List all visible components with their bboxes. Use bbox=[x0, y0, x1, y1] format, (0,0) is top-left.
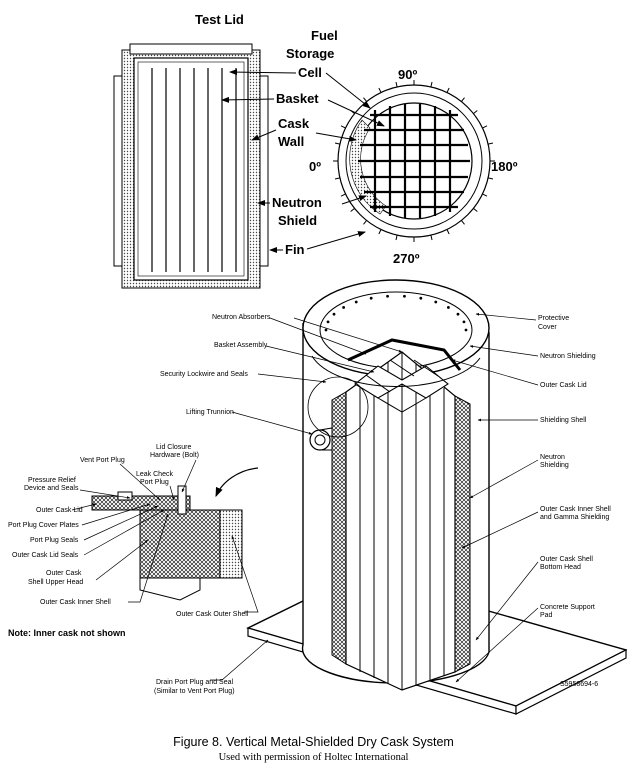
pressure-relief-label-2: Device and Seals bbox=[24, 485, 79, 492]
fin-tick bbox=[487, 142, 494, 145]
neutron-shielding-top-label: Neutron Shielding bbox=[540, 353, 596, 360]
shell-bottom-head-label-1: Outer Cask Shell bbox=[540, 556, 593, 563]
fin-tick bbox=[487, 177, 494, 180]
fin-tick bbox=[340, 193, 346, 197]
lid-bolt bbox=[386, 294, 389, 298]
outer-cask-lid-right-label: Outer Cask Lid bbox=[540, 382, 587, 389]
lid-bolt bbox=[332, 312, 336, 316]
drain-port-label-2: (Similar to Vent Port Plug) bbox=[154, 688, 235, 695]
fin-tick bbox=[430, 81, 433, 88]
outer-cask-lid-left-label: Outer Cask Lid bbox=[36, 507, 83, 514]
drain-port-label-1: Drain Port Plug and Seal bbox=[156, 679, 233, 686]
lid-bolt bbox=[434, 300, 438, 304]
lid-bolt bbox=[354, 300, 358, 304]
angle-90-label: 90º bbox=[398, 67, 417, 82]
outer-cask-lid-seals-label: Outer Cask Lid Seals bbox=[12, 552, 79, 559]
fuel-label-1: Fuel bbox=[311, 28, 338, 43]
lid-bolt bbox=[369, 296, 373, 300]
lid-bolt bbox=[324, 328, 328, 332]
cask-wall-label-1: Cask bbox=[278, 116, 310, 131]
leak-check-label-1: Leak Check bbox=[136, 471, 173, 478]
lid-detail-section bbox=[91, 485, 243, 601]
lid-bolt bbox=[403, 294, 406, 298]
fuel-label-2: Storage bbox=[286, 46, 334, 61]
fin-label: Fin bbox=[285, 242, 305, 257]
security-lockwire-label: Security Lockwire and Seals bbox=[160, 371, 248, 378]
leak-check-label-2: Port Plug bbox=[140, 479, 169, 486]
vent-port-plug-label: Vent Port Plug bbox=[80, 457, 125, 464]
cask-wall-label-2: Wall bbox=[278, 134, 304, 149]
lid-bolt bbox=[462, 320, 466, 324]
lid-bolt bbox=[342, 306, 346, 309]
lid-bolt bbox=[419, 296, 423, 300]
outer-cask-outer-shell-label: Outer Cask Outer Shell bbox=[176, 611, 249, 618]
fin-tick bbox=[334, 142, 341, 145]
fin-tick bbox=[430, 234, 433, 241]
outer-cask-shell-upper-label-1: Outer Cask bbox=[46, 570, 82, 577]
protective-cover-label-1: Protective bbox=[538, 315, 569, 322]
top-leader-lines bbox=[221, 69, 385, 253]
inner-shell-gamma-label-1: Outer Cask Inner Shell bbox=[540, 506, 611, 513]
basket-assembly-label: Basket Assembly bbox=[214, 342, 268, 349]
lifting-trunnion-label: Lifting Trunnion bbox=[186, 409, 234, 416]
fin-tick bbox=[363, 220, 368, 225]
fin-tick bbox=[473, 110, 478, 115]
concrete-pad-label-2: Pad bbox=[540, 612, 553, 619]
lid-closure-label-1: Lid Closure bbox=[156, 444, 192, 451]
neutron-shielding-side-label-2: Shielding bbox=[540, 462, 569, 469]
figure-id-label: S5958694-6 bbox=[560, 681, 598, 688]
fin-tick bbox=[473, 207, 478, 212]
angle-0-label: 0º bbox=[309, 159, 321, 174]
lid-closure-label-2: Hardware (Bolt) bbox=[150, 452, 199, 459]
fin-tick bbox=[395, 234, 398, 241]
basket-label: Basket bbox=[276, 91, 319, 106]
protective-cover-label-2: Cover bbox=[538, 324, 557, 331]
fin-tick bbox=[378, 87, 382, 93]
neutron-shield-label-2: Shield bbox=[278, 213, 317, 228]
fin-tick bbox=[460, 220, 465, 225]
shell-bottom-head-label-2: Bottom Head bbox=[540, 564, 581, 571]
fin-tick bbox=[395, 81, 398, 88]
port-plug-cover-plates-label: Port Plug Cover Plates bbox=[8, 522, 79, 529]
lid-bolt bbox=[446, 306, 450, 309]
lifting-trunnion bbox=[307, 376, 369, 451]
fin-tick bbox=[350, 207, 355, 212]
fuel-label-3: Cell bbox=[298, 65, 322, 80]
test-lid-label: Test Lid bbox=[195, 12, 244, 27]
neutron-shielding-side-label-1: Neutron bbox=[540, 454, 565, 461]
angle-180-label: 180º bbox=[491, 159, 518, 174]
angle-270-label: 270º bbox=[393, 251, 420, 266]
fin-tick bbox=[482, 193, 488, 197]
fin-tick bbox=[363, 97, 368, 102]
port-plug-seals-label: Port Plug Seals bbox=[30, 537, 79, 544]
lid-bolt bbox=[326, 320, 330, 324]
figure-caption-credit: Used with permission of Holtec Internati… bbox=[218, 752, 409, 763]
fin-tick bbox=[446, 229, 450, 235]
shielding-shell-label: Shielding Shell bbox=[540, 417, 587, 424]
cask-plan-view bbox=[333, 80, 495, 242]
lid-bolt bbox=[464, 328, 468, 332]
inner-cask-note: Note: Inner cask not shown bbox=[8, 628, 126, 638]
fin-tick bbox=[334, 177, 341, 180]
fin-tick bbox=[340, 125, 346, 129]
outer-cask-shell-upper-label-2: Shell Upper Head bbox=[28, 579, 83, 586]
neutron-shield-label-1: Neutron bbox=[272, 195, 322, 210]
cask-cylinder bbox=[301, 279, 490, 691]
fin-tick bbox=[378, 229, 382, 235]
inner-shell-gamma-label-2: and Gamma Shielding bbox=[540, 514, 609, 521]
neutron-absorbers-label: Neutron Absorbers bbox=[212, 314, 271, 321]
fin-tick bbox=[446, 87, 450, 93]
lid-bolt bbox=[456, 312, 460, 316]
pressure-relief-label-1: Pressure Relief bbox=[28, 477, 76, 484]
cask-side-section bbox=[113, 43, 269, 289]
outer-cask-inner-shell-label: Outer Cask Inner Shell bbox=[40, 599, 111, 606]
concrete-pad-label-1: Concrete Support bbox=[540, 604, 595, 611]
figure-caption-title: Figure 8. Vertical Metal-Shielded Dry Ca… bbox=[173, 735, 454, 749]
bottom-leader-lines bbox=[71, 312, 539, 683]
fin-tick bbox=[482, 125, 488, 129]
fin-tick bbox=[460, 97, 465, 102]
